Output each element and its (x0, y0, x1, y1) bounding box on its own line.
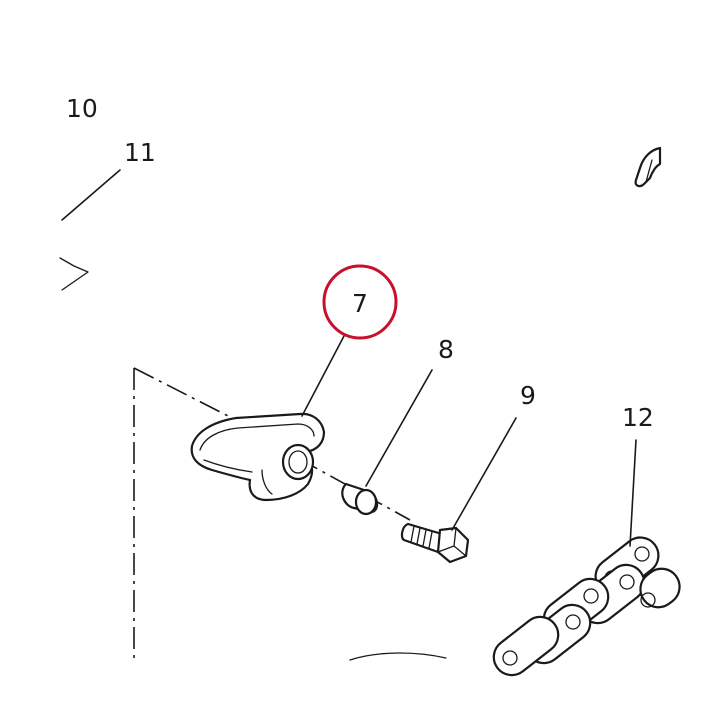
callout-10: 10 (66, 94, 98, 123)
collar-part-8 (341, 482, 379, 516)
assembly-axis-line (297, 457, 411, 521)
callout-12: 12 (622, 403, 654, 432)
leader-line-7 (301, 335, 345, 417)
partial-bracket-top-right (634, 146, 662, 188)
callout-7: 7 (352, 289, 368, 318)
bolt-part-9 (400, 522, 470, 564)
callout-11: 11 (124, 138, 156, 167)
callout-8: 8 (438, 335, 454, 364)
callout-9: 9 (520, 381, 536, 410)
axis-line-horizontal (133, 367, 233, 419)
partial-curve-bottom (349, 652, 447, 661)
drive-chain-part-12 (492, 536, 681, 677)
leader-line-8 (365, 369, 433, 487)
leader-line-12 (629, 439, 637, 547)
highlight-circle (322, 264, 398, 340)
leader-line-9 (451, 417, 517, 531)
chain-slider-part-7 (190, 412, 326, 502)
partial-part-left (59, 169, 121, 291)
